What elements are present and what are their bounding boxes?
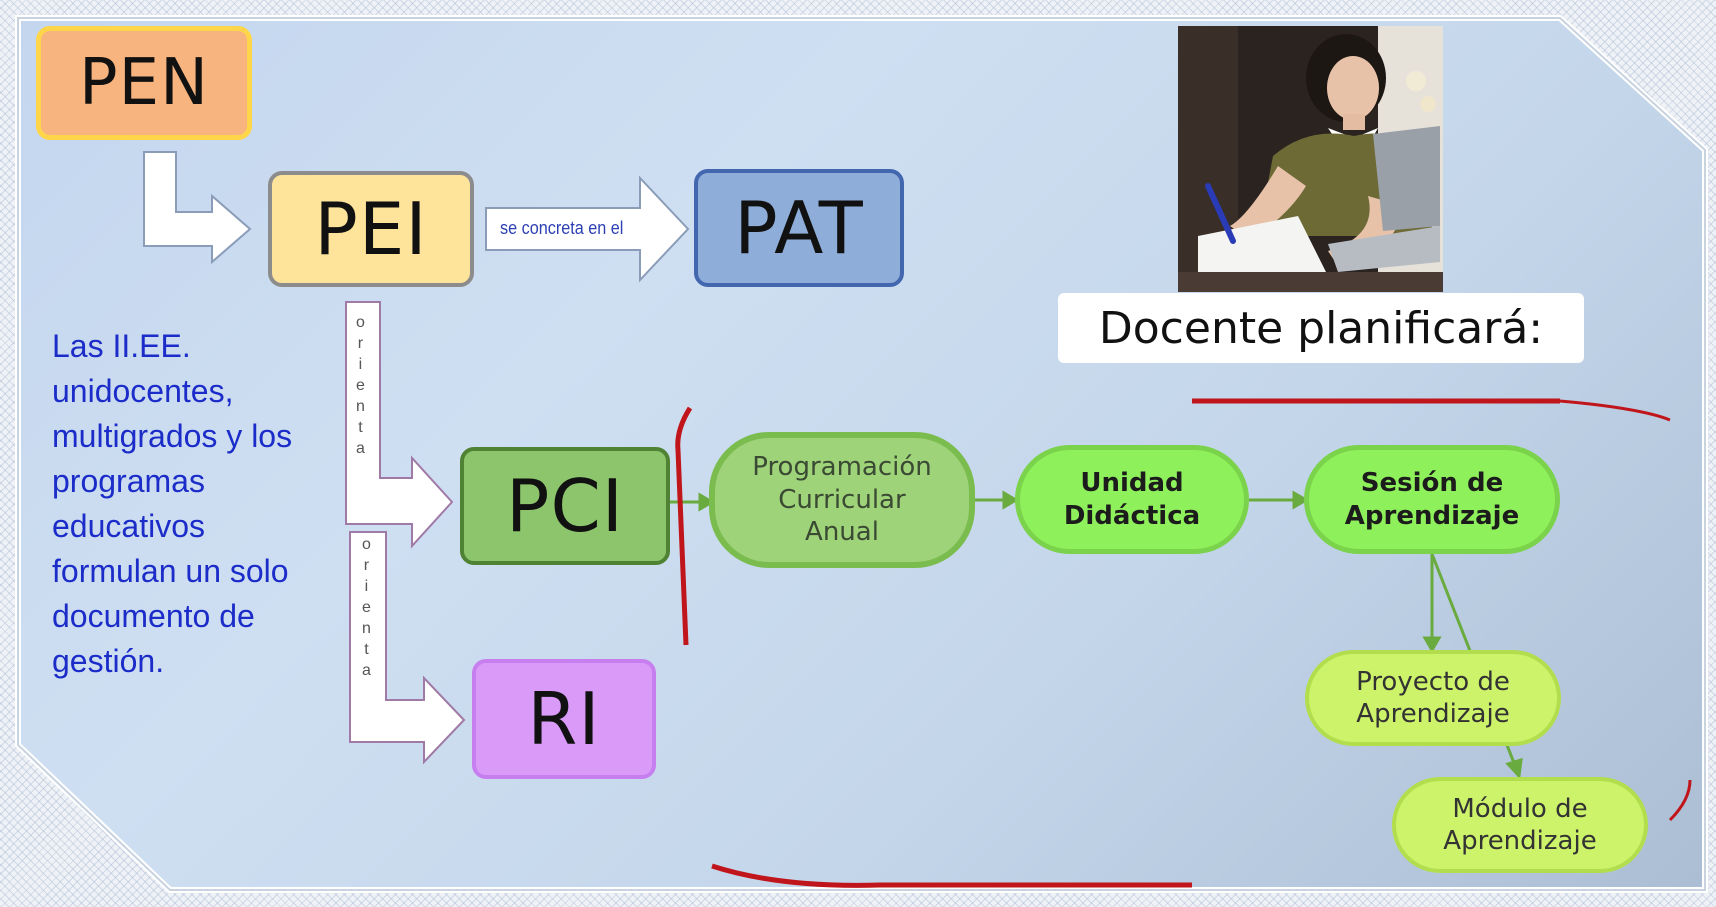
pill-line: Programación: [752, 452, 932, 483]
orienta-letter: e: [362, 599, 371, 616]
orienta-letter: n: [362, 620, 371, 637]
ri-label: RI: [527, 677, 601, 761]
pci-label: PCI: [506, 464, 624, 548]
pei-to-pat-arrow: [485, 175, 690, 283]
sesion-aprendizaje-pill: Sesión de Aprendizaje: [1304, 445, 1560, 554]
orienta-letter: o: [356, 314, 365, 331]
orienta-letter: r: [363, 557, 370, 574]
pci-box: PCI: [460, 447, 670, 565]
pill-line: Didáctica: [1063, 500, 1201, 531]
pen-to-pei-arrow: [143, 151, 252, 265]
caption-text: Docente planificará:: [1098, 302, 1544, 354]
orienta-letter: i: [364, 578, 369, 595]
pen-box: PEN: [36, 26, 252, 140]
pill-line: Proyecto de: [1356, 666, 1510, 697]
orienta-letter: a: [362, 662, 371, 679]
pei-to-pat-label: se concreta en el: [500, 218, 624, 238]
pei-label: PEI: [314, 187, 428, 271]
side-note: Las II.EE. unidocentes, multigrados y lo…: [52, 328, 293, 679]
pat-label: PAT: [734, 186, 864, 270]
orienta-letter: t: [358, 419, 363, 436]
pei-to-pci-arrow: [345, 301, 454, 549]
pill-line: Aprendizaje: [1443, 826, 1597, 856]
pill-line: Aprendizaje: [1356, 699, 1510, 729]
modulo-aprendizaje-pill: Módulo de Aprendizaje: [1392, 777, 1648, 873]
unidad-didactica-pill: Unidad Didáctica: [1015, 445, 1249, 554]
pei-to-ri-arrow: [349, 531, 466, 765]
orienta-letter: n: [356, 398, 365, 415]
programacion-curricular-anual-pill: Programación Curricular Anual: [709, 432, 975, 568]
pill-line: Aprendizaje: [1344, 500, 1520, 531]
pill-line: Módulo de: [1452, 793, 1588, 824]
pei-box: PEI: [268, 171, 474, 287]
pat-box: PAT: [694, 169, 904, 287]
pill-line: Sesión de: [1360, 468, 1504, 498]
orienta-letter: o: [362, 536, 371, 553]
orienta-label-pci: o r i e n t a: [356, 312, 365, 459]
pen-label: PEN: [79, 46, 209, 120]
pill-line: Curricular: [778, 484, 906, 515]
orienta-letter: i: [358, 356, 363, 373]
orienta-letter: e: [356, 377, 365, 394]
teacher-photo: [1178, 26, 1443, 292]
ri-box: RI: [472, 659, 656, 779]
proyecto-aprendizaje-pill: Proyecto de Aprendizaje: [1305, 650, 1561, 746]
pill-line: Anual: [805, 517, 879, 548]
orienta-label-ri: o r i e n t a: [362, 534, 371, 681]
orienta-letter: a: [356, 440, 365, 457]
pill-line: Unidad: [1080, 468, 1184, 498]
orienta-letter: t: [364, 641, 369, 658]
orienta-letter: r: [357, 335, 364, 352]
caption-box: Docente planificará:: [1058, 293, 1584, 363]
